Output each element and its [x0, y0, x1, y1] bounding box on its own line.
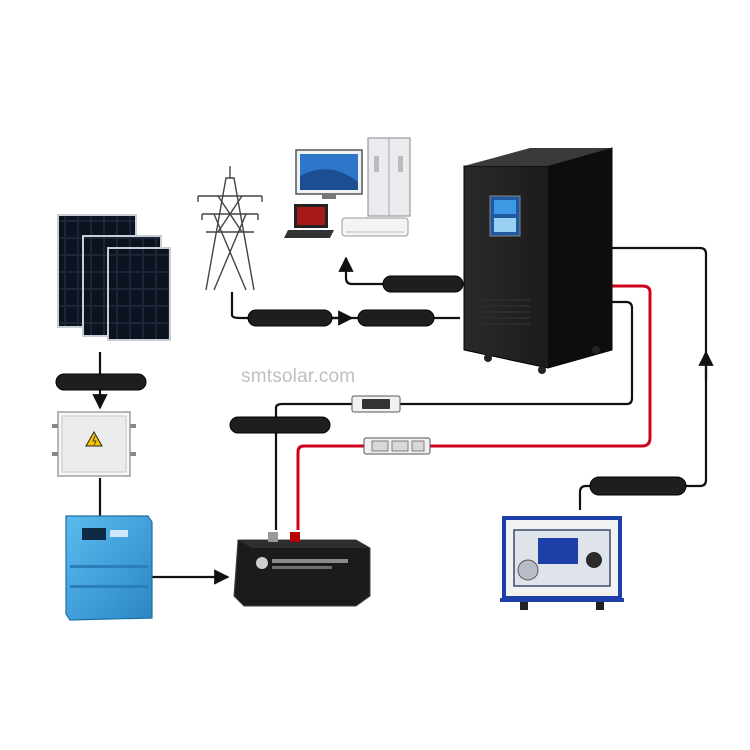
solar-panel-icon — [58, 215, 170, 340]
label-pill-battery — [230, 417, 330, 433]
charge-controller-icon — [66, 516, 152, 620]
fuse-black — [352, 396, 400, 412]
label-pill-grid-2 — [358, 310, 434, 326]
label-pill-generator — [590, 477, 686, 495]
label-pill-panels — [56, 374, 146, 390]
appliances-icon — [284, 138, 410, 238]
watermark-text: smtsolar.com — [241, 366, 355, 388]
generator-icon — [500, 518, 624, 610]
label-pill-grid — [248, 310, 332, 326]
fuse-red — [364, 438, 430, 454]
combiner-box-icon — [52, 412, 136, 476]
label-pill-output — [383, 276, 463, 292]
battery-icon — [234, 532, 370, 606]
inverter-cabinet-icon — [464, 148, 612, 374]
transmission-tower-icon — [198, 166, 262, 290]
